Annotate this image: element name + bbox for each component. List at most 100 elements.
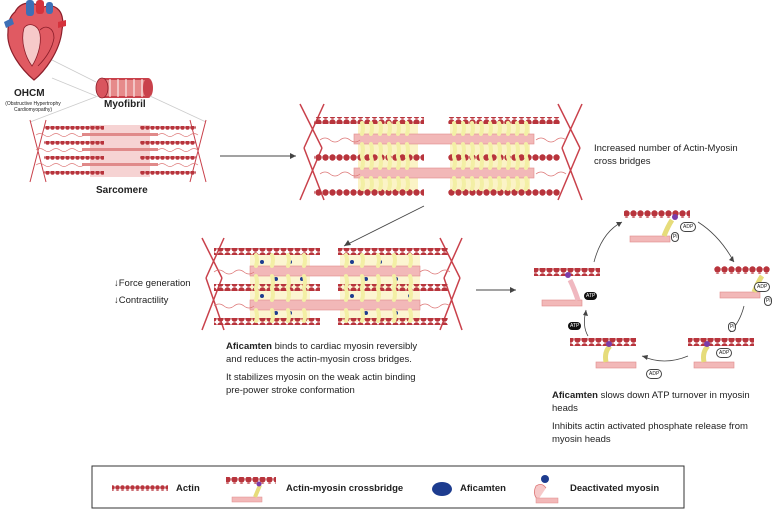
- heart-label: OHCM: [14, 88, 45, 99]
- myosin-head: [254, 274, 259, 289]
- heart-illustration: [4, 0, 66, 81]
- myosin-head: [302, 253, 307, 268]
- legend-aficamten-swatch: [432, 482, 452, 496]
- myosin-head: [506, 121, 511, 136]
- myosin-head: [270, 253, 275, 268]
- myosin-head: [461, 176, 466, 191]
- myosin-head: [515, 121, 520, 136]
- myosin-head: [387, 176, 392, 191]
- adp-label: ADP: [754, 282, 771, 292]
- myosin-head: [378, 121, 383, 136]
- atp-label: ATP: [584, 292, 598, 300]
- increased-line-1: Increased number of Actin-Myosin: [594, 143, 738, 154]
- myosin-head: [488, 121, 493, 136]
- myosin-head: [360, 253, 365, 268]
- legend-box: [91, 465, 685, 509]
- myosin-head: [376, 287, 381, 302]
- myosin-head: [392, 308, 397, 323]
- myosin-head: [286, 253, 291, 268]
- sarcomere-label: Sarcomere: [96, 185, 148, 196]
- myosin-head: [479, 121, 484, 136]
- increased-line-2: cross bridges: [594, 156, 651, 167]
- legend-crossbridge-label: Actin-myosin crossbridge: [286, 483, 404, 494]
- sarcomere-small: [29, 119, 207, 183]
- myosin-head: [302, 287, 307, 302]
- cycle-desc-line-1: Aficamten slows down ATP turnover in myo…: [552, 390, 750, 401]
- myosin-head: [497, 142, 502, 157]
- myosin-head: [524, 121, 529, 136]
- myosin-head: [408, 274, 413, 289]
- myosin-head: [344, 287, 349, 302]
- myosin-head: [405, 155, 410, 170]
- myosin-head: [515, 155, 520, 170]
- myosin-head: [408, 308, 413, 323]
- myosin-head: [396, 142, 401, 157]
- aficamten-desc-line-2: and reduces the actin-myosin cross bridg…: [226, 354, 412, 365]
- myosin-head: [470, 155, 475, 170]
- myosin-head: [470, 176, 475, 191]
- myosin-head: [405, 121, 410, 136]
- adp-label: ADP: [680, 222, 697, 232]
- arrow-head: [510, 287, 516, 293]
- cycle-desc-line-4: myosin heads: [552, 434, 611, 445]
- myosin-head: [396, 176, 401, 191]
- myosin-head: [408, 287, 413, 302]
- myosin-head: [376, 253, 381, 268]
- myosin-head: [524, 155, 529, 170]
- zoom-line: [51, 77, 97, 97]
- myosin-head: [387, 142, 392, 157]
- myosin-head: [405, 142, 410, 157]
- legend-deactivated-label: Deactivated myosin: [570, 483, 660, 494]
- myosin-head: [376, 308, 381, 323]
- effect-force: ↓Force generation: [114, 278, 191, 289]
- myosin-head: [461, 142, 466, 157]
- zoom-line: [29, 95, 99, 123]
- myosin-head: [360, 287, 365, 302]
- myosin-head: [376, 274, 381, 289]
- myosin-head: [396, 155, 401, 170]
- sarcomere-activated: [299, 103, 583, 201]
- myosin-head: [378, 142, 383, 157]
- heart-sublabel-1: (Obstructive Hypertrophy: [5, 101, 61, 107]
- cycle-desc-line-3: Inhibits actin activated phosphate relea…: [552, 421, 748, 432]
- myosin-head: [286, 287, 291, 302]
- myosin-head: [488, 176, 493, 191]
- myofibril-label: Myofibril: [104, 99, 146, 110]
- legend-aficamten-label: Aficamten: [460, 483, 506, 494]
- myosin-head: [254, 253, 259, 268]
- myosin-head: [369, 176, 374, 191]
- myosin-head: [488, 155, 493, 170]
- myosin-head: [378, 176, 383, 191]
- aficamten-desc-line-4: pre-power stroke conformation: [226, 385, 355, 396]
- myosin-head: [497, 155, 502, 170]
- myosin-head: [479, 176, 484, 191]
- myosin-head: [344, 308, 349, 323]
- myosin-head: [270, 287, 275, 302]
- myosin-head: [302, 308, 307, 323]
- zoom-line: [149, 95, 207, 123]
- myosin-head: [461, 121, 466, 136]
- myosin-head: [369, 155, 374, 170]
- heart-sublabel-2: Cardiomyopathy): [13, 107, 53, 113]
- myosin-head: [452, 142, 457, 157]
- myosin-head: [378, 155, 383, 170]
- myosin-head: [360, 142, 365, 157]
- legend-actin-swatch: [112, 485, 168, 491]
- myosin-head: [360, 155, 365, 170]
- myosin-head: [452, 121, 457, 136]
- myofibril-illustration: [95, 77, 153, 99]
- myosin-head: [452, 155, 457, 170]
- myosin-head: [360, 274, 365, 289]
- myosin-head: [461, 155, 466, 170]
- arrow-head: [290, 153, 296, 159]
- myosin-head: [470, 121, 475, 136]
- myosin-head: [360, 176, 365, 191]
- myosin-head: [392, 253, 397, 268]
- myosin-head: [286, 308, 291, 323]
- myosin-head: [506, 176, 511, 191]
- sarcomere-aficamten: [201, 237, 463, 331]
- myosin-head: [452, 176, 457, 191]
- cycle-desc-line-2: heads: [552, 403, 578, 414]
- myosin-head: [506, 142, 511, 157]
- myosin-head: [408, 253, 413, 268]
